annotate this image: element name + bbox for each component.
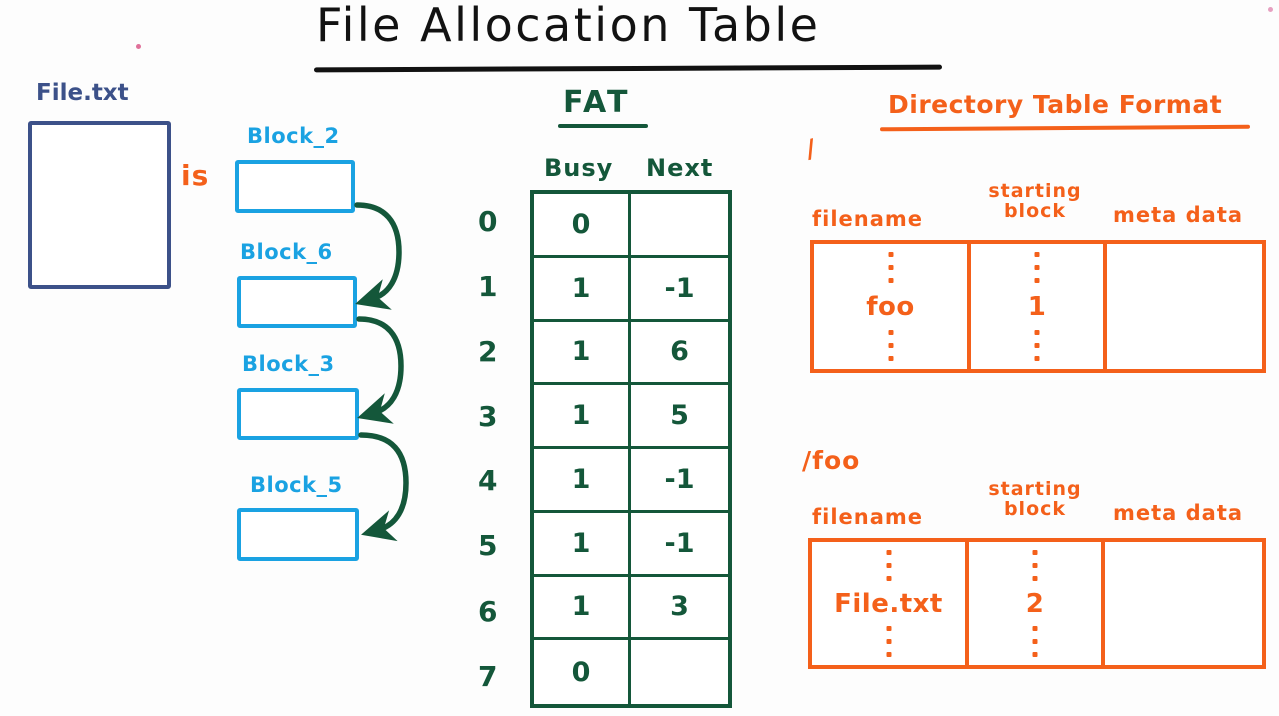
fat-cell-next: 3 bbox=[631, 577, 728, 641]
block-label-2: Block_6 bbox=[240, 240, 333, 264]
directory-heading-underline bbox=[879, 124, 1251, 132]
fat-cell-busy: 1 bbox=[534, 321, 631, 386]
stray-mark-2 bbox=[1268, 7, 1273, 12]
is-label: is bbox=[181, 159, 210, 192]
fat-cell-busy: 0 bbox=[534, 194, 631, 258]
file-box bbox=[28, 121, 171, 289]
fat-cell-next: -1 bbox=[631, 449, 728, 513]
fat-column-header-next: Next bbox=[646, 154, 714, 182]
block-box-4 bbox=[237, 508, 359, 561]
dir-value-filename: foo bbox=[866, 291, 915, 322]
fat-heading-underline bbox=[558, 124, 648, 128]
dir-header-starting-block: starting block bbox=[975, 180, 1095, 222]
fat-row-index: 2 bbox=[478, 335, 498, 368]
fat-cell-next: -1 bbox=[631, 513, 728, 577]
dir-cell-filename: File.txt bbox=[812, 542, 969, 665]
dir-cell-filename: foo bbox=[814, 244, 971, 369]
fat-table: 0 1 -1 1 6 1 5 1 -1 1 -1 1 3 0 bbox=[530, 190, 732, 708]
directory-table-1: foo 1 bbox=[810, 240, 1266, 373]
dir-header-filename: filename bbox=[812, 207, 924, 231]
dir-cell-starting-block: 1 bbox=[971, 244, 1107, 369]
ellipsis-dots-bottom bbox=[886, 626, 891, 657]
fat-cell-busy: 0 bbox=[534, 640, 631, 704]
fat-cell-next: -1 bbox=[631, 258, 728, 322]
fat-row-index: 6 bbox=[478, 595, 498, 628]
stray-mark bbox=[136, 44, 141, 49]
directory-heading: Directory Table Format bbox=[888, 90, 1223, 119]
fat-cell-busy: 1 bbox=[534, 385, 631, 449]
dir-header-starting-line2: block bbox=[1003, 497, 1067, 520]
ellipsis-dots-top bbox=[886, 550, 891, 581]
title-underline bbox=[313, 64, 943, 73]
ellipsis-dots-bottom bbox=[1032, 626, 1038, 657]
directory-path-2: /foo bbox=[802, 446, 861, 475]
fat-row-index: 0 bbox=[478, 205, 498, 238]
block-label-4: Block_5 bbox=[250, 473, 343, 497]
block-box-3 bbox=[237, 388, 359, 440]
fat-cell-busy: 1 bbox=[534, 257, 631, 322]
block-box-1 bbox=[235, 160, 355, 213]
directory-table-2: File.txt 2 bbox=[808, 538, 1266, 669]
dir-header-meta-data: meta data bbox=[1113, 203, 1244, 227]
fat-cell-busy: 1 bbox=[534, 512, 631, 577]
fat-cell-next: 6 bbox=[631, 322, 728, 386]
fat-row-index: 4 bbox=[478, 464, 498, 497]
fat-cell-next bbox=[631, 640, 728, 704]
block-box-2 bbox=[237, 276, 357, 328]
dir-header-meta-data: meta data bbox=[1113, 501, 1244, 525]
directory-path-1: / bbox=[803, 133, 820, 164]
ellipsis-dots-top bbox=[1034, 252, 1040, 283]
dir-header-starting-line2: block bbox=[1003, 199, 1067, 222]
dir-header-starting-line1: starting bbox=[988, 180, 1082, 202]
fat-row-index: 7 bbox=[478, 660, 498, 693]
dir-cell-meta-data bbox=[1107, 244, 1262, 369]
fat-heading: FAT bbox=[563, 85, 631, 120]
fat-row-index: 5 bbox=[478, 529, 498, 562]
ellipsis-dots-top bbox=[888, 252, 893, 283]
ellipsis-dots-top bbox=[1032, 550, 1038, 581]
fat-cell-busy: 1 bbox=[534, 576, 631, 641]
block-label-1: Block_2 bbox=[247, 124, 340, 148]
dir-header-starting-line1: starting bbox=[988, 478, 1082, 500]
dir-header-starting-block: starting block bbox=[975, 478, 1095, 520]
block-label-3: Block_3 bbox=[242, 352, 335, 376]
ellipsis-dots-bottom bbox=[888, 330, 893, 361]
dir-cell-meta-data bbox=[1105, 542, 1262, 665]
dir-value-filename: File.txt bbox=[834, 588, 943, 619]
dir-cell-starting-block: 2 bbox=[969, 542, 1105, 665]
fat-cell-next bbox=[631, 194, 728, 258]
fat-row-index: 1 bbox=[478, 270, 498, 303]
page-title: File Allocation Table bbox=[316, 0, 821, 52]
fat-column-header-busy: Busy bbox=[544, 154, 614, 182]
fat-cell-busy: 1 bbox=[534, 449, 631, 513]
ellipsis-dots-bottom bbox=[1034, 330, 1040, 361]
dir-header-filename: filename bbox=[812, 505, 924, 529]
fat-row-index: 3 bbox=[478, 400, 498, 433]
fat-cell-next: 5 bbox=[631, 385, 728, 449]
dir-value-starting-block: 1 bbox=[1027, 291, 1047, 322]
file-label: File.txt bbox=[36, 80, 129, 106]
dir-value-starting-block: 2 bbox=[1025, 588, 1045, 619]
